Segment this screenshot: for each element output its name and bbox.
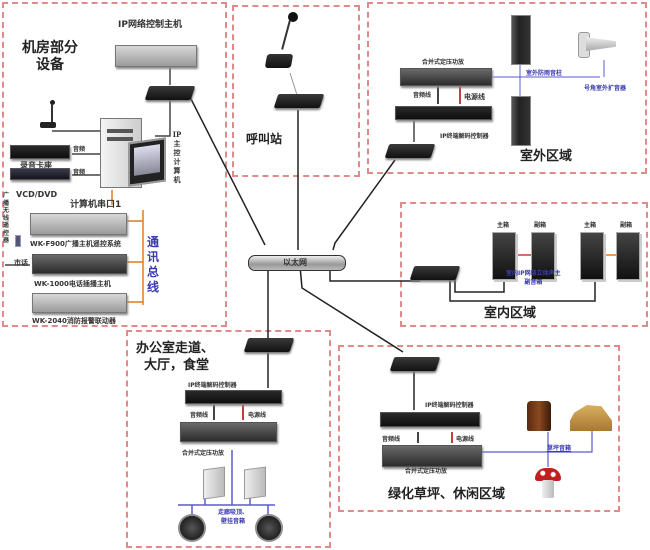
call-station-microphone-icon bbox=[262, 12, 302, 72]
audio-label-2: 音频 bbox=[73, 169, 86, 176]
audio-label-1: 音频 bbox=[73, 146, 86, 153]
outdoor-decoder bbox=[395, 106, 492, 120]
recorder-label: 录音卡座 bbox=[20, 161, 52, 170]
outdoor-title: 室外区域 bbox=[520, 149, 573, 164]
indoor-title: 室内区域 bbox=[484, 306, 537, 321]
call-station-title: 呼叫站 bbox=[246, 132, 283, 146]
office-title: 办公室走道、 大厅，食堂 bbox=[136, 341, 215, 373]
ip-host-label: IP网络控制主机 bbox=[118, 20, 182, 30]
wk-1000-label: WK-1000电话插播主机 bbox=[34, 280, 111, 288]
outdoor-decoder-label: IP终端解码控制器 bbox=[440, 133, 489, 140]
indoor-sub-speaker-2 bbox=[616, 232, 640, 280]
call-station-frame bbox=[232, 5, 360, 177]
indoor-speaker-label: 室内IP网络立体声主 副音箱 bbox=[506, 270, 561, 286]
office-power-line-label: 电源线 bbox=[248, 412, 267, 419]
office-frame bbox=[126, 330, 331, 548]
rain-speaker-bottom bbox=[511, 96, 531, 146]
ethernet-label: 以太网 bbox=[283, 257, 307, 267]
lawn-amplifier bbox=[382, 445, 482, 467]
office-audio-line-label: 音频线 bbox=[190, 412, 209, 419]
wall-speaker-1 bbox=[203, 466, 225, 500]
wireless-remote-label: 广 播 无 线 遥 控 器 bbox=[2, 192, 9, 244]
ip-computer-label: IP 主 控 计 算 机 bbox=[172, 130, 182, 184]
lawn-frame bbox=[338, 345, 620, 512]
mushroom-speaker-icon bbox=[535, 468, 561, 500]
indoor-switch bbox=[409, 266, 461, 280]
lawn-amp-label: 合并式定压功放 bbox=[405, 468, 448, 475]
machine-room-frame bbox=[2, 2, 227, 327]
indoor-sub-1-label: 副箱 bbox=[534, 222, 547, 229]
vcd-label: VCD/DVD bbox=[16, 190, 58, 199]
outdoor-amplifier bbox=[400, 68, 492, 86]
lawn-speaker-label: 草坪音箱 bbox=[547, 445, 572, 452]
horn-speaker-label: 号角室外扩音器 bbox=[584, 85, 627, 92]
ip-network-host bbox=[115, 45, 197, 67]
wall-speaker-2 bbox=[244, 466, 266, 500]
serial-port-label: 计算机串口1 bbox=[70, 200, 122, 210]
outdoor-switch bbox=[384, 144, 436, 158]
lawn-power-line-label: 电源线 bbox=[456, 436, 475, 443]
office-speaker-label: 走廊吸顶、 壁挂音箱 bbox=[218, 509, 249, 525]
rain-speaker-top bbox=[511, 15, 531, 65]
horn-speaker-icon bbox=[578, 32, 616, 58]
vcd-device bbox=[10, 168, 70, 180]
link-outdoor bbox=[332, 159, 396, 251]
call-station-switch bbox=[273, 94, 325, 108]
microphone-icon bbox=[40, 100, 58, 130]
machine-room-switch bbox=[144, 86, 196, 100]
outdoor-audio-line-label: 音频线 bbox=[413, 92, 432, 99]
wk-1000-device bbox=[32, 254, 127, 274]
indoor-main-speaker-2 bbox=[580, 232, 604, 280]
indoor-main-1-label: 主箱 bbox=[497, 222, 510, 229]
computer-monitor bbox=[128, 137, 166, 187]
outdoor-power-line-label: 电源线 bbox=[464, 93, 485, 101]
wk-2040-label: WK-2040消防报警联动器 bbox=[32, 317, 116, 325]
office-switch bbox=[243, 338, 295, 352]
indoor-frame bbox=[400, 202, 648, 327]
ceiling-speaker-1 bbox=[178, 514, 206, 542]
wireless-remote-icon bbox=[15, 235, 21, 247]
wk-f900-device bbox=[30, 213, 127, 235]
wk-2040-device bbox=[32, 293, 127, 313]
indoor-sub-2-label: 副箱 bbox=[620, 222, 633, 229]
outdoor-amp-label: 合并式定压功放 bbox=[422, 59, 465, 66]
outdoor-frame bbox=[367, 2, 647, 174]
stump-speaker-icon bbox=[527, 401, 551, 431]
office-decoder bbox=[185, 390, 282, 404]
comm-bus-label: 通 讯 总 线 bbox=[147, 235, 160, 294]
office-amp-label: 合并式定压功放 bbox=[182, 450, 225, 457]
lawn-audio-line-label: 音频线 bbox=[382, 436, 401, 443]
ceiling-speaker-2 bbox=[255, 514, 283, 542]
lawn-switch bbox=[389, 357, 441, 371]
ethernet-bus: 以太网 bbox=[248, 255, 346, 271]
lawn-decoder-label: IP终端解码控制器 bbox=[425, 402, 474, 409]
phone-label: 市话 bbox=[14, 259, 28, 267]
indoor-main-speaker-1 bbox=[492, 232, 516, 280]
link-indoor bbox=[329, 268, 420, 282]
rain-speaker-label: 室外防雨音柱 bbox=[526, 70, 563, 77]
wk-f900-label: WK-F900广播主机遥控系统 bbox=[30, 240, 121, 248]
lawn-title: 绿化草坪、休闲区域 bbox=[388, 487, 506, 502]
lawn-decoder bbox=[380, 412, 480, 427]
link-lawn bbox=[299, 265, 404, 353]
indoor-sub-speaker-1 bbox=[531, 232, 555, 280]
office-amplifier bbox=[180, 422, 277, 442]
link-host-switch bbox=[189, 96, 266, 246]
indoor-main-2-label: 主箱 bbox=[584, 222, 597, 229]
machine-room-title: 机房部分 设备 bbox=[22, 40, 78, 73]
recorder-device bbox=[10, 145, 70, 159]
office-decoder-label: IP终端解码控制器 bbox=[188, 382, 237, 389]
